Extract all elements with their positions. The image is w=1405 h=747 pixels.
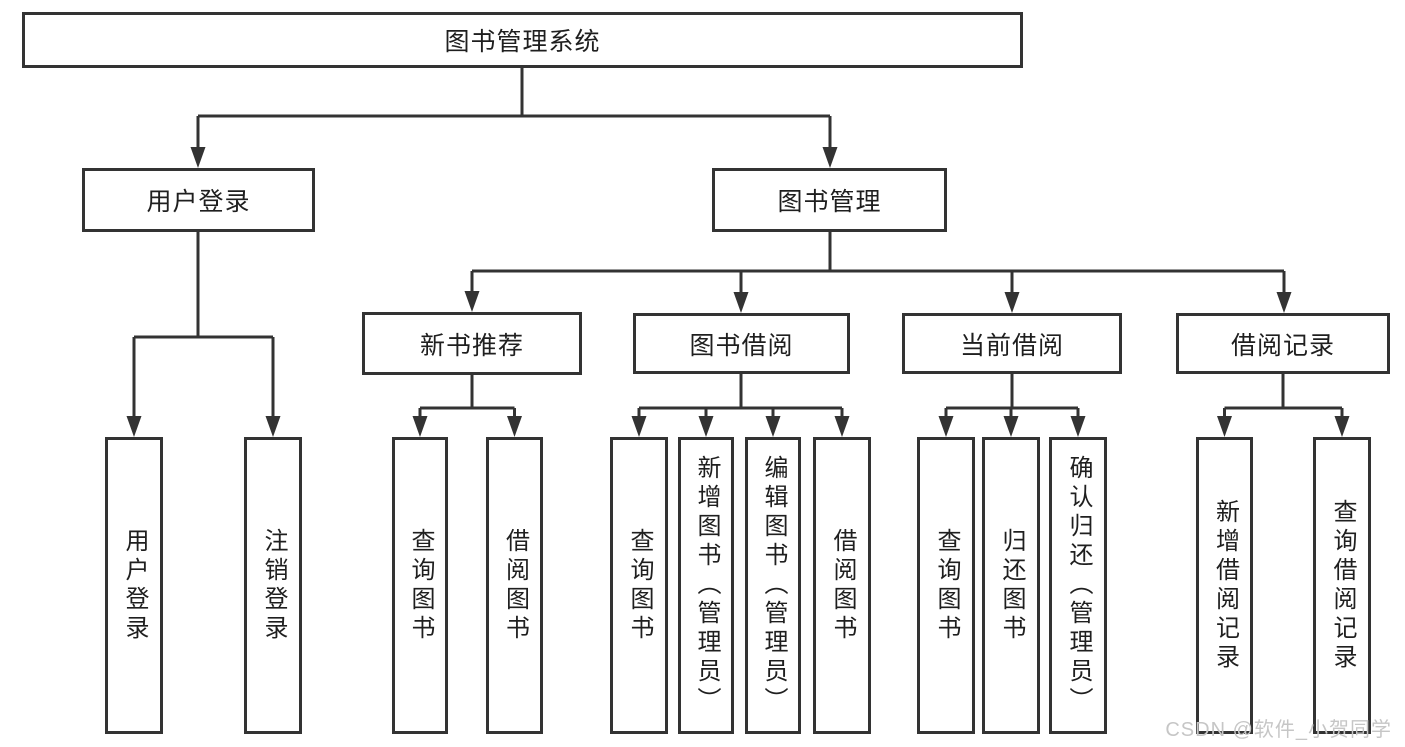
node-borrow-records-label: 借阅记录 <box>1230 331 1335 360</box>
leaf-borrow-books-recommend: 借阅图书 <box>486 437 543 734</box>
leaf-add-borrow-record: 新增借阅记录 <box>1196 437 1253 734</box>
leaf-borrow-books-borrow: 借阅图书 <box>813 437 871 734</box>
node-current-borrow: 当前借阅 <box>902 313 1122 374</box>
leaf-query-books-recommend: 查询图书 <box>392 437 448 734</box>
leaf-logout-login-label: 注销登录 <box>260 527 287 644</box>
leaf-query-books-current-label: 查询图书 <box>933 527 960 644</box>
leaf-query-books-borrow-label: 查询图书 <box>626 527 653 644</box>
leaf-user-login-label: 用户登录 <box>121 527 148 644</box>
leaf-confirm-return-admin: 确认归还（管理员） <box>1049 437 1107 734</box>
watermark: CSDN @软件_小贺同学 <box>1165 719 1392 741</box>
node-current-borrow-label: 当前借阅 <box>959 331 1064 360</box>
node-new-book-recommend: 新书推荐 <box>362 312 582 375</box>
leaf-query-books-recommend-label: 查询图书 <box>407 527 434 644</box>
leaf-logout-login: 注销登录 <box>244 437 302 734</box>
leaf-query-borrow-record-label: 查询借阅记录 <box>1329 498 1356 673</box>
node-borrow-records: 借阅记录 <box>1176 313 1390 374</box>
leaf-return-books-label: 归还图书 <box>998 527 1025 644</box>
leaf-user-login: 用户登录 <box>105 437 163 734</box>
node-book-management-label: 图书管理 <box>777 188 882 216</box>
node-book-borrow: 图书借阅 <box>633 313 850 374</box>
leaf-borrow-books-recommend-label: 借阅图书 <box>501 527 529 644</box>
node-user-login: 用户登录 <box>82 168 315 232</box>
leaf-add-books-admin-label: 新增图书（管理员） <box>693 455 720 716</box>
leaf-add-borrow-record-label: 新增借阅记录 <box>1211 498 1239 673</box>
node-user-login-label: 用户登录 <box>146 188 251 216</box>
leaf-edit-books-admin-label: 编辑图书（管理员） <box>760 455 787 716</box>
node-book-borrow-label: 图书借阅 <box>689 331 794 360</box>
leaf-query-books-current: 查询图书 <box>917 437 975 734</box>
leaf-return-books: 归还图书 <box>982 437 1040 734</box>
node-root: 图书管理系统 <box>22 12 1023 68</box>
leaf-add-books-admin: 新增图书（管理员） <box>678 437 734 734</box>
leaf-borrow-books-borrow-label: 借阅图书 <box>829 527 856 644</box>
node-book-management: 图书管理 <box>712 168 947 232</box>
leaf-query-books-borrow: 查询图书 <box>610 437 668 734</box>
node-root-label: 图书管理系统 <box>444 28 601 56</box>
leaf-edit-books-admin: 编辑图书（管理员） <box>745 437 801 734</box>
node-new-book-recommend-label: 新书推荐 <box>419 331 524 360</box>
leaf-query-borrow-record: 查询借阅记录 <box>1313 437 1371 734</box>
leaf-confirm-return-admin-label: 确认归还（管理员） <box>1065 455 1092 716</box>
